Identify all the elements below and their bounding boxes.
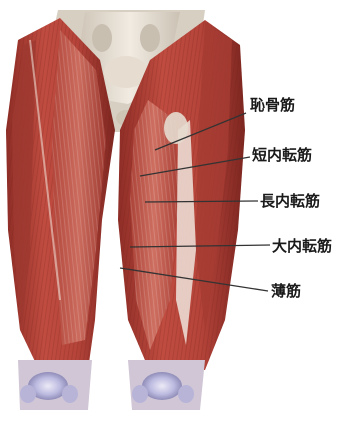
label-adductor-magnus: 大内転筋 bbox=[272, 237, 332, 255]
label-gracilis: 薄筋 bbox=[271, 282, 301, 300]
right-knee bbox=[128, 360, 205, 410]
left-thigh-muscles bbox=[6, 18, 115, 372]
left-knee bbox=[18, 360, 92, 410]
label-pectineus: 恥骨筋 bbox=[250, 96, 295, 114]
label-adductor-brevis: 短内転筋 bbox=[252, 146, 312, 164]
label-adductor-longus: 長内転筋 bbox=[260, 192, 320, 210]
